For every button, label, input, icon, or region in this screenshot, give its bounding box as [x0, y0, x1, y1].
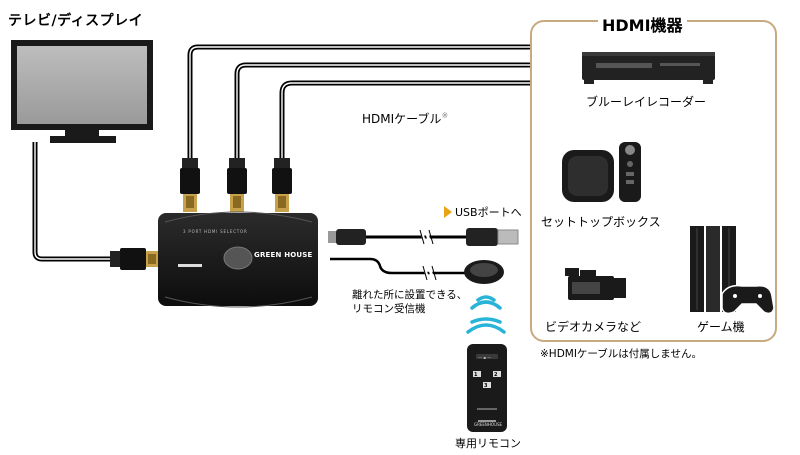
remote-top-key: — ▪ — [478, 355, 492, 360]
receiver-note-line1: 離れた所に設置できる、 [352, 289, 468, 301]
tv-label: テレビ/ディスプレイ [8, 13, 144, 29]
usb-cable [328, 228, 519, 246]
hdmi-plug-2 [227, 158, 247, 212]
hdmi-plug-3 [272, 158, 292, 212]
usb-arrow-icon [444, 206, 452, 218]
remote-brand: GREENHOUSE [474, 422, 503, 427]
selector-brand-text: GREEN HOUSE [254, 251, 313, 259]
set-top-box-icon [562, 142, 641, 202]
receiver-note: 離れた所に設置できる、 リモコン受信機 [352, 288, 467, 316]
tv-icon [11, 40, 153, 143]
remote-control-icon [467, 344, 507, 432]
game-label: ゲーム機 [697, 320, 745, 334]
bluray-label: ブルーレイレコーダー [586, 95, 707, 109]
selector-model-text: 3 PORT HDMI SELECTOR [183, 229, 248, 234]
remote-label: 専用リモコン [455, 437, 521, 450]
ir-signal-icon [466, 295, 506, 334]
hdmi-plug-tv [110, 248, 158, 270]
bluray-recorder-icon [582, 52, 715, 84]
remote-key-2: 2 [494, 372, 498, 378]
hdmi-selector-box [158, 211, 318, 308]
receiver-note-line2: リモコン受信機 [352, 303, 426, 315]
device-panel-title: HDMI機器 [598, 12, 687, 36]
hdmi-cable-label-text: HDMIケーブル [362, 112, 442, 126]
ir-receiver [330, 257, 504, 284]
remote-key-3: 3 [484, 383, 488, 389]
camera-label: ビデオカメラなど [545, 320, 642, 334]
usb-port-label: USBポートへ [455, 206, 522, 219]
settop-label: セットトップボックス [541, 215, 661, 229]
video-camera-icon [565, 268, 626, 300]
game-controller-icon [721, 284, 775, 315]
footnote: ※HDMIケーブルは付属しません。 [540, 348, 702, 360]
remote-key-1: 1 [474, 372, 478, 378]
hdmi-cables [32, 44, 530, 262]
hdmi-plug-1 [180, 158, 200, 212]
hdmi-cable-note-mark: ※ [441, 111, 449, 120]
hdmi-cable-label: HDMIケーブル※ [362, 110, 448, 127]
